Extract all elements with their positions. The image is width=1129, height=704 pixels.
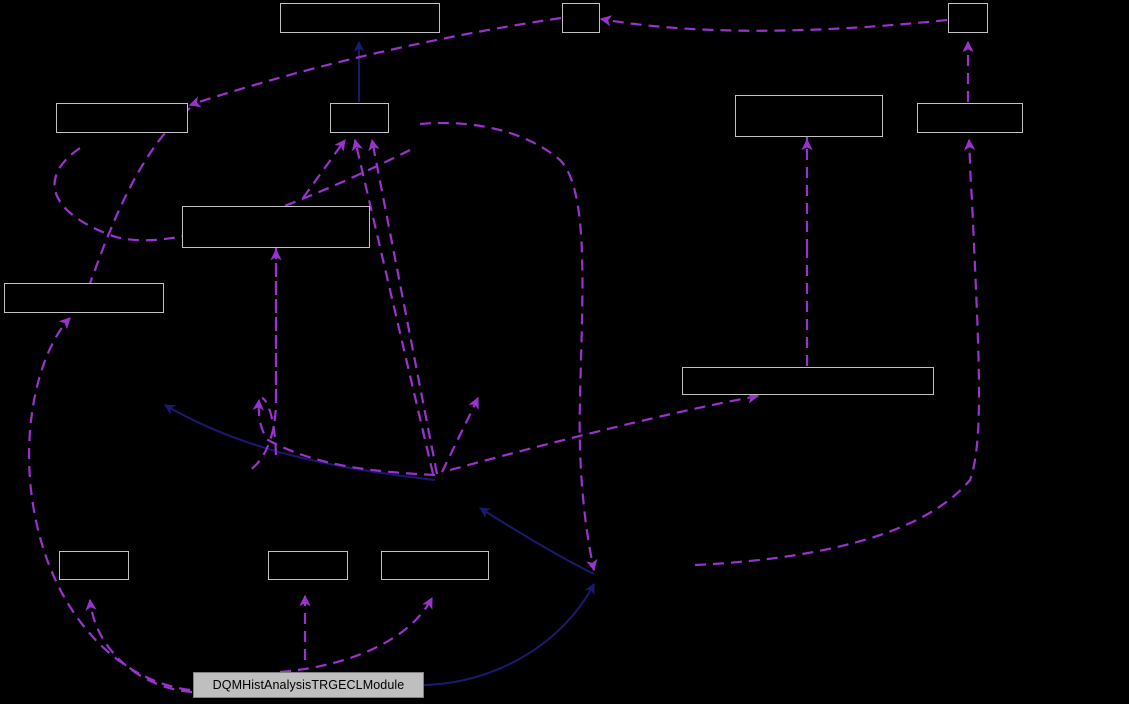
edge-use-n3-n2 <box>599 15 948 32</box>
graph-node[interactable] <box>735 95 883 137</box>
edge-use-n5-right-long <box>419 121 598 572</box>
edge-inherit-join-left <box>164 404 436 481</box>
edge-use-bottom-right-n7 <box>694 138 981 567</box>
graph-node[interactable] <box>268 551 348 580</box>
edge-use-n4-down-tail <box>75 107 191 311</box>
edge-use-current-n13 <box>279 596 433 674</box>
graph-node-current[interactable]: DQMHistAnalysisTRGECLModule <box>193 672 424 698</box>
edge-use-current-n11 <box>85 598 193 694</box>
inheritance-edges <box>164 40 595 686</box>
edge-inherit-join-mid <box>479 507 595 575</box>
edge-use-join-n10 <box>449 392 760 472</box>
edge-use-into-n4 <box>80 142 110 240</box>
edge-inherit-current-up <box>423 583 595 686</box>
graph-node[interactable] <box>682 367 934 395</box>
graph-node[interactable] <box>330 103 389 133</box>
graph-node[interactable] <box>917 103 1023 133</box>
graph-node[interactable] <box>182 206 370 248</box>
edge-use-current-n9 <box>28 317 191 692</box>
graph-node[interactable] <box>4 283 164 313</box>
edge-use-join-n5-a <box>351 138 435 475</box>
graph-node-label: DQMHistAnalysisTRGECLModule <box>212 677 405 692</box>
graph-node[interactable] <box>59 551 129 580</box>
graph-node[interactable] <box>56 103 188 133</box>
edge-use-join-up-right <box>441 396 479 473</box>
graph-node[interactable] <box>381 551 489 580</box>
edge-use-n8-down <box>249 248 278 471</box>
edge-use-n8-n5 <box>302 139 346 199</box>
edge-use-mid-1 <box>261 396 278 456</box>
edge-use-join-left-arrow <box>252 398 436 477</box>
graph-node[interactable] <box>562 3 600 33</box>
graph-node[interactable] <box>280 3 440 33</box>
graph-node[interactable] <box>948 3 988 33</box>
edge-use-join-n5-b <box>368 138 439 475</box>
edge-use-up-to-n4 <box>95 122 186 270</box>
